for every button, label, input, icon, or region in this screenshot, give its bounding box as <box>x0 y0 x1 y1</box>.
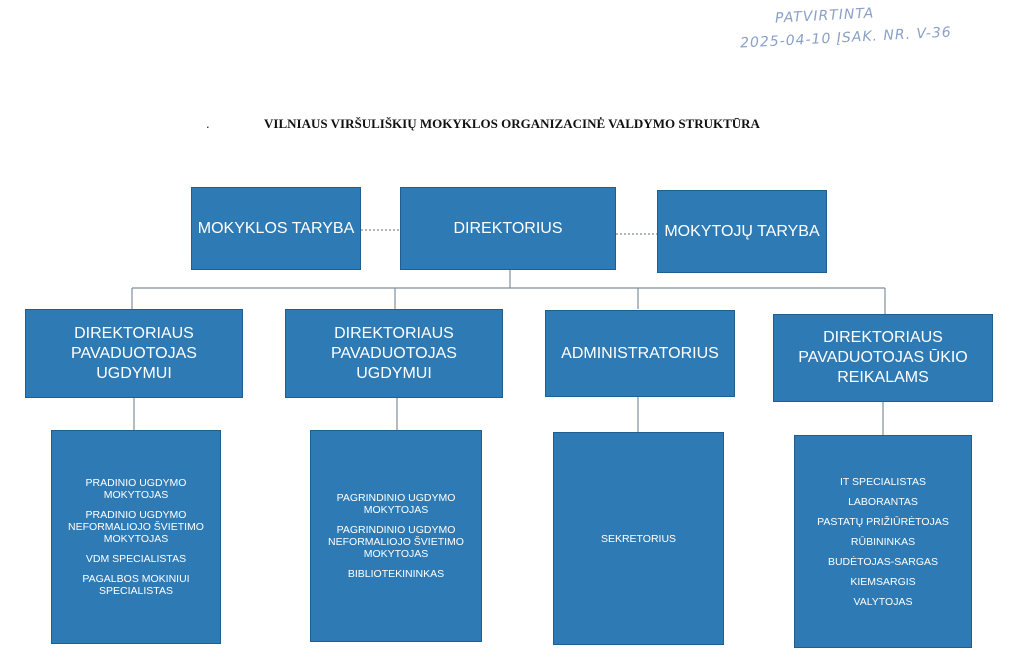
staff-item: PASTATŲ PRIŽIŪRĖTOJAS <box>817 515 949 528</box>
staff-item: PRADINIO UGDYMO MOKYTOJAS <box>85 477 187 501</box>
box-mokyklos-taryba: MOKYKLOS TARYBA <box>191 187 361 270</box>
box-staff-group-2: PAGRINDINIO UGDYMO MOKYTOJAS PAGRINDINIO… <box>310 430 482 642</box>
staff-item: BUDĖTOJAS-SARGAS <box>827 555 939 568</box>
box-staff-group-3: SEKRETORIUS <box>553 432 724 645</box>
box-administratorius: ADMINISTRATORIUS <box>545 310 735 397</box>
box-staff-group-1: PRADINIO UGDYMO MOKYTOJAS PRADINIO UGDYM… <box>51 430 221 644</box>
title-dot: . <box>206 116 210 131</box>
box-direktorius: DIREKTORIUS <box>400 187 616 270</box>
staff-item: PAGALBOS MOKINIUI SPECIALISTAS <box>82 573 190 597</box>
staff-item: BIBLIOTEKININKAS <box>347 568 445 580</box>
box-staff-group-4: IT SPECIALISTAS LABORANTAS PASTATŲ PRIŽI… <box>794 435 972 648</box>
staff-item: SEKRETORIUS <box>600 532 677 545</box>
box-pavaduotojas-ugdymui-2: DIREKTORIAUS PAVADUOTOJAS UGDYMUI <box>285 309 503 398</box>
box-direktorius-label: DIREKTORIUS <box>453 219 563 237</box>
staff-item: PAGRINDINIO UGDYMO MOKYTOJAS <box>336 492 456 516</box>
staff-item: VDM SPECIALISTAS <box>85 553 187 565</box>
box-pavaduotojas-ugdymui-1: DIREKTORIAUS PAVADUOTOJAS UGDYMUI <box>25 309 243 398</box>
staff-item: RŪBININKAS <box>850 535 916 548</box>
box-pavaduotojas-ukio: DIREKTORIAUS PAVADUOTOJAS ŪKIO REIKALAMS <box>773 314 993 402</box>
page-title: VILNIAUS VIRŠULIŠKIŲ MOKYKLOS ORGANIZACI… <box>264 116 760 131</box>
box-pavaduotojas-ugdymui-2-label: DIREKTORIAUS PAVADUOTOJAS UGDYMUI <box>331 324 457 382</box>
staff-item: PRADINIO UGDYMO NEFORMALIOJO ŠVIETIMO MO… <box>68 509 204 545</box>
staff-item: KIEMSARGIS <box>850 575 916 588</box>
box-pavaduotojas-ukio-label: DIREKTORIAUS PAVADUOTOJAS ŪKIO REIKALAMS <box>798 329 968 386</box>
staff-item: PAGRINDINIO UGDYMO NEFORMALIOJO ŠVIETIMO… <box>328 524 464 560</box>
box-administratorius-label: ADMINISTRATORIUS <box>561 344 719 362</box>
box-mokytoju-taryba: MOKYTOJŲ TARYBA <box>657 190 827 273</box>
box-mokytoju-taryba-label: MOKYTOJŲ TARYBA <box>664 222 820 240</box>
box-pavaduotojas-ugdymui-1-label: DIREKTORIAUS PAVADUOTOJAS UGDYMUI <box>71 324 197 382</box>
staff-item: LABORANTAS <box>848 495 918 508</box>
staff-item: VALYTOJAS <box>853 595 913 608</box>
staff-item: IT SPECIALISTAS <box>840 475 926 488</box>
box-mokyklos-taryba-label: MOKYKLOS TARYBA <box>197 219 355 237</box>
